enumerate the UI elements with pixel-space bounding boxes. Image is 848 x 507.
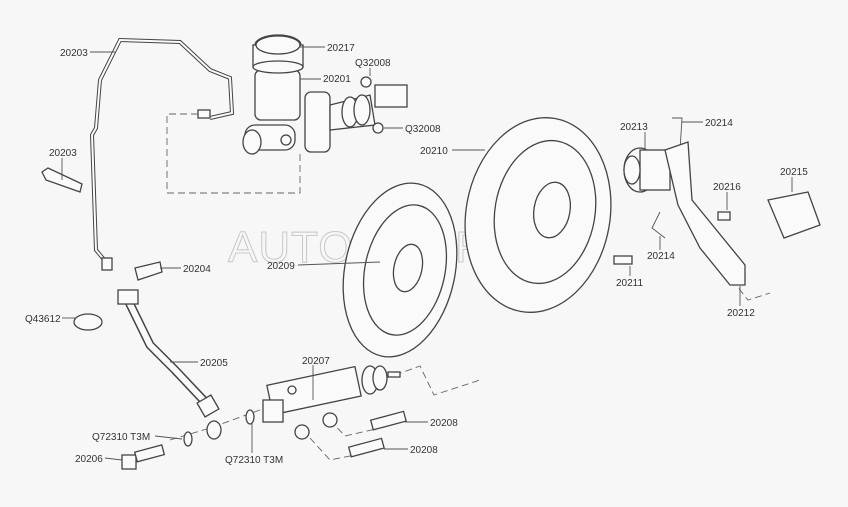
hose-bracket[interactable] [134,261,163,281]
callout-q72310-bottom: Q72310 T3M [225,455,283,466]
callout-20206: 20206 [75,454,103,465]
callout-20203-left: 20203 [49,148,77,159]
washer-left[interactable] [183,431,193,447]
callout-20209: 20209 [267,261,295,272]
callout-20203-top: 20203 [60,48,88,59]
clutch-disc[interactable] [328,172,472,367]
callout-20208-lower: 20208 [410,445,438,456]
spring-clip-bottom[interactable] [651,211,666,239]
bolt-20211[interactable] [613,255,633,265]
callout-20217: 20217 [327,43,355,54]
callout-q32008-right: Q32008 [405,124,441,135]
washer-right[interactable] [245,409,255,425]
spring-clip-top[interactable] [672,117,683,151]
callout-20211: 20211 [616,278,644,289]
master-cylinder[interactable] [242,34,408,155]
callout-20210: 20210 [420,146,448,157]
leader-lines [61,46,793,461]
callout-20214-top: 20214 [705,118,733,129]
release-bearing[interactable] [623,147,671,193]
dust-boot[interactable] [767,191,821,239]
callout-20204: 20204 [183,264,211,275]
callout-q72310-left: Q72310 T3M [92,432,150,443]
clutch-hose[interactable] [117,289,220,418]
nut-q32008-right[interactable] [372,122,384,134]
callout-20216: 20216 [713,182,741,193]
banjo-bolt[interactable] [121,444,166,470]
slave-cylinder[interactable] [262,365,401,440]
callout-20215: 20215 [780,167,808,178]
bolt-20208-upper[interactable] [369,410,407,431]
callout-20205: 20205 [200,358,228,369]
pressure-plate[interactable] [450,106,626,324]
callout-20214-mid: 20214 [647,251,675,262]
nut-q32008-top[interactable] [360,76,372,88]
callout-20208-upper: 20208 [430,418,458,429]
clutch-pipe[interactable] [89,37,235,271]
callout-20201: 20201 [323,74,351,85]
banjo-eye [206,420,222,440]
release-fork[interactable] [664,141,746,286]
bolt-20216[interactable] [717,211,731,221]
callout-q32008-top: Q32008 [355,58,391,69]
callout-q43612: Q43612 [25,314,61,325]
callout-20213: 20213 [620,122,648,133]
callout-20207: 20207 [302,356,330,367]
callout-20212: 20212 [727,308,755,319]
bolt-20208-lower[interactable] [347,437,385,458]
retaining-clip[interactable] [73,313,103,331]
